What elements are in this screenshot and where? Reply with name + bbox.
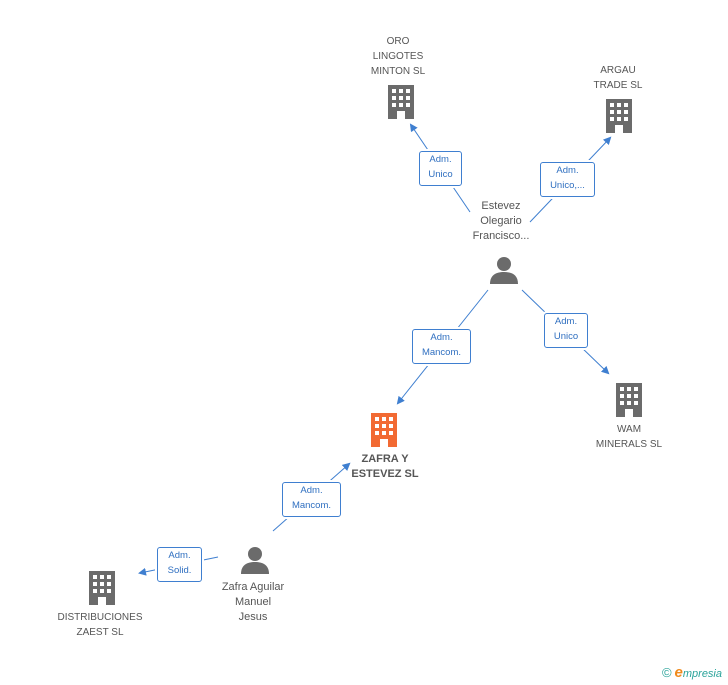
node-label-argau-trade[interactable]: ARGAU TRADE SL: [593, 65, 643, 91]
node-label-zafra-aguilar[interactable]: Zafra Aguilar Manuel Jesus: [221, 581, 285, 623]
role-box-estevez-oro[interactable]: Adm. Unico: [419, 151, 462, 186]
node-label-estevez[interactable]: Estevez Olegario Francisco...: [472, 200, 530, 242]
building-icon-focus[interactable]: [369, 413, 399, 447]
brand-logo-initial: e: [674, 664, 683, 681]
role-box-estevez-zafra[interactable]: Adm. Mancom.: [412, 329, 471, 364]
person-icon[interactable]: [489, 255, 519, 285]
copyright-symbol: ©: [661, 665, 672, 680]
brand-footer: ©empresia: [662, 664, 722, 681]
building-icon[interactable]: [604, 99, 634, 133]
building-icon[interactable]: [386, 85, 416, 119]
node-label-zafra-estevez[interactable]: ZAFRA Y ESTEVEZ SL: [351, 453, 419, 480]
role-box-aguilar-zafra[interactable]: Adm. Mancom.: [282, 482, 341, 517]
role-box-estevez-argau[interactable]: Adm. Unico,...: [540, 162, 595, 197]
person-icon[interactable]: [240, 545, 270, 575]
node-label-wam-minerals[interactable]: WAM MINERALS SL: [595, 424, 663, 450]
brand-logo-text: mpresia: [682, 668, 722, 680]
node-label-distribuciones[interactable]: DISTRIBUCIONES ZAEST SL: [57, 612, 143, 638]
role-box-estevez-wam[interactable]: Adm. Unico: [544, 313, 588, 348]
building-icon[interactable]: [87, 571, 117, 605]
node-label-oro-lingotes[interactable]: ORO LINGOTES MINTON SL: [370, 36, 426, 77]
role-box-aguilar-distrib[interactable]: Adm. Solid.: [157, 547, 202, 582]
building-icon[interactable]: [614, 383, 644, 417]
